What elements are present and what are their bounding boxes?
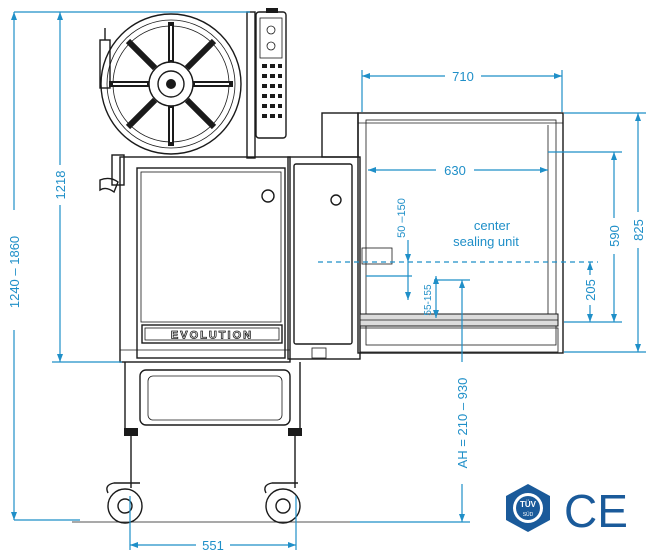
control-panel: [246, 8, 287, 159]
main-cabinet: EVOLUTION: [99, 154, 291, 363]
machine-drawing: EVOLUTION: [72, 8, 564, 524]
table-height-label: AH = 210 – 930: [455, 378, 470, 469]
ce-mark: CE: [564, 485, 628, 537]
arch-height-outer-label: 825: [631, 219, 646, 241]
caster-wheels: [72, 482, 350, 524]
tuv-bottom-label: SÜD: [523, 511, 534, 518]
strapping-arch: [357, 112, 564, 354]
arch-height-inner-label: 590: [607, 225, 622, 247]
side-housing: [287, 112, 361, 360]
center-label-line1: center: [474, 218, 511, 233]
arch-width-inner-label: 630: [444, 163, 466, 178]
machine-base: [124, 362, 302, 488]
seal-range-a-label: 50 –150: [396, 198, 408, 238]
arch-width-outer-label: 710: [452, 69, 474, 84]
seal-range-b-label: 55-155: [423, 284, 434, 316]
center-label-line2: sealing unit: [453, 234, 519, 249]
height-label: 1218: [53, 171, 68, 200]
dimension-lines: 1240 – 1860 1218 551 710 630: [6, 11, 646, 553]
base-width-label: 551: [202, 538, 224, 553]
strap-reel: [99, 13, 242, 155]
machine-brand-label: EVOLUTION: [171, 330, 253, 342]
tuv-top-label: TÜV: [520, 500, 537, 509]
tuv-badge: TÜV SÜD: [506, 484, 550, 532]
height-range-label: 1240 – 1860: [7, 236, 22, 308]
seal-to-table-label: 205: [583, 279, 598, 301]
